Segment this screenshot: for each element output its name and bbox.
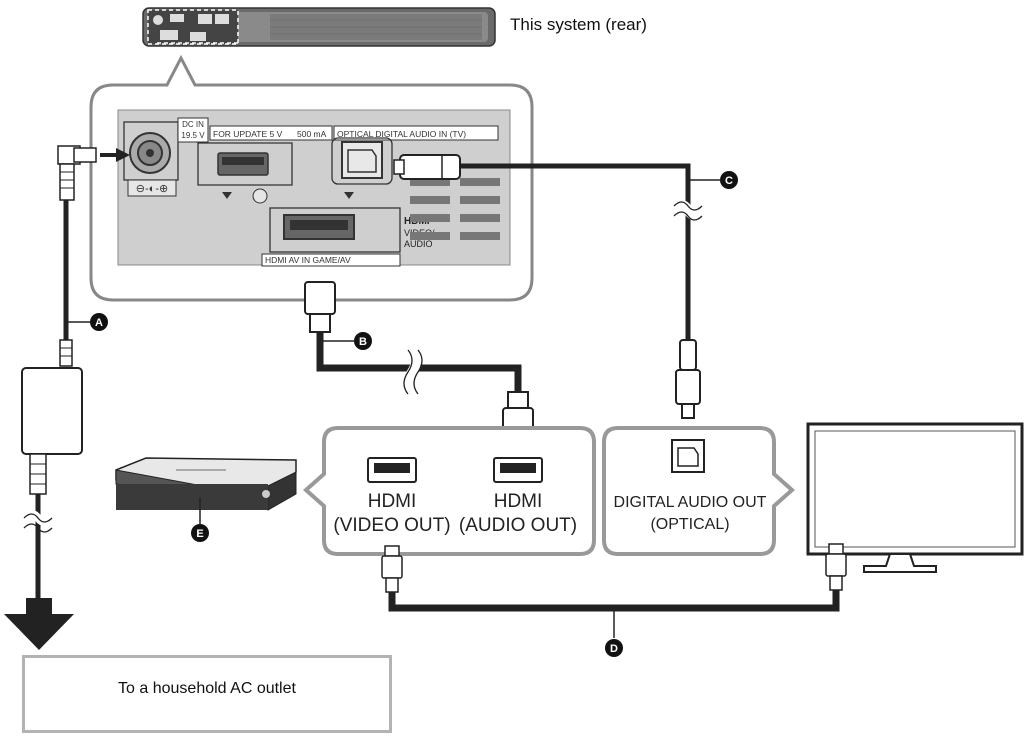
- hdmi-video-out-sub: (VIDEO OUT): [333, 515, 450, 536]
- hdmi-cable-d: [381, 543, 847, 612]
- rear-panel: ⊖-◐-⊕ DC IN 19.5 V FOR UPDATE 5 V 500 mA…: [117, 109, 511, 267]
- optical-out-port: [671, 439, 705, 473]
- power-cable: [4, 145, 130, 650]
- callout-e: E: [191, 498, 209, 542]
- tv-connection-box: DIGITAL AUDIO OUT (OPTICAL): [602, 426, 796, 556]
- dc-in-label: DC IN: [182, 120, 204, 129]
- callout-a-label: A: [95, 317, 103, 329]
- for-update-current-label: 500 mA: [297, 129, 327, 139]
- down-arrow-icon: [4, 598, 74, 650]
- optical-out-sub: (OPTICAL): [650, 516, 729, 533]
- ac-adapter: [21, 367, 83, 455]
- for-update-label: FOR UPDATE 5 V: [213, 129, 283, 139]
- polarity-symbol: ⊖-◐-⊕: [136, 183, 168, 195]
- callout-d: D: [605, 610, 623, 657]
- optical-in-label: OPTICAL DIGITAL AUDIO IN (TV): [337, 129, 466, 139]
- source-device: [115, 457, 297, 511]
- callout-d-label: D: [610, 643, 618, 655]
- callout-e-label: E: [196, 528, 203, 540]
- source-connection-box: HDMI (VIDEO OUT) HDMI (AUDIO OUT): [302, 426, 596, 556]
- callout-c-label: C: [725, 175, 733, 187]
- optical-cable-c: [393, 154, 706, 419]
- optical-out-label: DIGITAL AUDIO OUT: [614, 494, 767, 511]
- outlet-note-text: To a household AC outlet: [118, 680, 296, 697]
- hdmi-audio-out-label: HDMI: [494, 491, 543, 512]
- outlet-note-box: To a household AC outlet: [22, 655, 392, 733]
- hdmi-audio-out-sub: (AUDIO OUT): [459, 515, 577, 536]
- system-label: This system (rear): [510, 15, 647, 34]
- hdmi-cable-b: [304, 281, 534, 443]
- callout-b-label: B: [359, 336, 367, 348]
- hdmi-video-out-label: HDMI: [368, 491, 417, 512]
- hdmi-audio-label: AUDIO: [404, 239, 433, 249]
- hdmi-av-in-label: HDMI AV IN GAME/AV: [265, 255, 351, 265]
- dc-voltage-label: 19.5 V: [181, 131, 205, 140]
- callout-b: B: [322, 332, 372, 350]
- tv: [806, 422, 1024, 573]
- system-unit: [142, 7, 496, 47]
- callout-c: C: [690, 171, 738, 189]
- callout-a: A: [68, 313, 108, 331]
